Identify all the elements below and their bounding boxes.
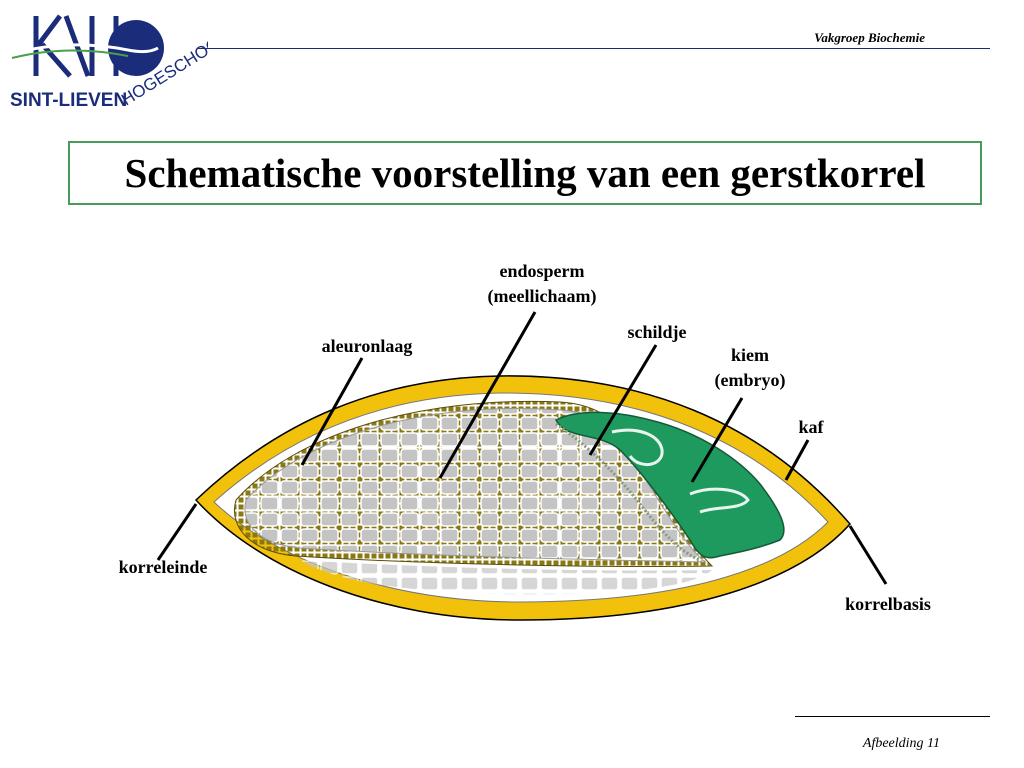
logo-swoosh	[11, 43, 159, 56]
endosperm	[244, 407, 707, 563]
embryo-detail	[611, 428, 750, 514]
label-endosperm: endosperm (meellichaam)	[487, 261, 597, 306]
label-korrelbasis: korrelbasis	[845, 594, 931, 614]
leader-endosperm	[438, 311, 537, 479]
scutellum	[555, 422, 701, 562]
lower-cell-zone	[300, 560, 712, 595]
embryo	[554, 411, 785, 559]
label-kaf: kaf	[798, 417, 824, 437]
label-schildje: schildje	[627, 322, 687, 342]
department-label: Vakgroep Biochemie	[814, 30, 925, 45]
leader-kiem	[690, 397, 744, 483]
label-korreleinde: korreleinde	[118, 557, 208, 577]
header-rule	[198, 48, 990, 49]
title-box: Schematische voorstelling van een gerstk…	[68, 141, 982, 205]
logo-subtitle-left: SINT-LIEVEN	[10, 90, 127, 111]
kaho-logo: SINT-LIEVEN HOGESCHOOL	[10, 14, 208, 111]
leader-aleuronlaag	[300, 357, 364, 466]
leader-korreleinde	[156, 503, 198, 561]
leader-korrelbasis	[848, 525, 888, 585]
label-kiem: kiem (embryo)	[714, 345, 786, 390]
logo-circle	[108, 20, 164, 76]
leader-kaf	[784, 439, 810, 481]
leader-schildje	[588, 344, 658, 456]
label-aleuronlaag: aleuronlaag	[321, 336, 413, 356]
footer-rule	[795, 716, 990, 717]
figure-number: Afbeelding 11	[862, 736, 940, 751]
leader-lines	[156, 311, 888, 585]
page-title: Schematische voorstelling van een gerstk…	[124, 150, 926, 196]
